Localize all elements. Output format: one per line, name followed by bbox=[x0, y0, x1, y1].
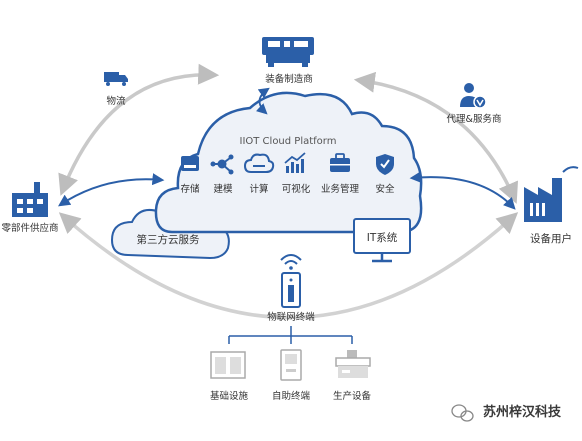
wechat-logo-icon bbox=[451, 404, 474, 422]
watermark-text: 苏州梓汉科技 bbox=[483, 404, 562, 420]
it-system-monitor bbox=[353, 218, 411, 263]
arrow-maker-cloud bbox=[255, 87, 270, 115]
device-label-infrastructure: 基础设施 bbox=[210, 390, 249, 402]
equipment-user-factory-icon bbox=[524, 166, 579, 222]
infrastructure-icon bbox=[210, 351, 246, 379]
agent-service-label: 代理&服务商 bbox=[447, 113, 502, 125]
equipment-maker-label: 装备制造商 bbox=[265, 73, 313, 85]
kiosk-icon bbox=[280, 349, 302, 381]
business-management-icon bbox=[330, 153, 350, 172]
it-system-label: IT系统 bbox=[367, 231, 398, 244]
platform-cloud bbox=[154, 91, 423, 234]
arrow-parts-cloud bbox=[58, 173, 165, 207]
compute-icon bbox=[243, 153, 275, 173]
module-label-compute: 计算 bbox=[249, 183, 268, 195]
wifi-signal-icon bbox=[280, 254, 302, 270]
agent-person-icon bbox=[460, 83, 487, 109]
equipment-maker-icon bbox=[262, 37, 314, 67]
visualization-icon bbox=[284, 152, 306, 173]
arc-parts-to-user bbox=[58, 212, 519, 320]
modeling-icon bbox=[210, 154, 234, 175]
arc-parts-to-maker bbox=[58, 63, 220, 196]
equipment-user-label: 设备用户 bbox=[530, 232, 572, 245]
truck-icon bbox=[104, 72, 128, 86]
module-label-storage: 存储 bbox=[180, 183, 200, 195]
module-label-visualization: 可视化 bbox=[282, 183, 311, 195]
parts-supplier-factory-icon bbox=[12, 182, 48, 217]
module-label-modeling: 建模 bbox=[213, 183, 233, 195]
logistics-label: 物流 bbox=[106, 95, 126, 107]
module-label-business: 业务管理 bbox=[321, 183, 360, 195]
device-label-kiosk: 自助终端 bbox=[272, 390, 311, 402]
third-party-label: 第三方云服务 bbox=[137, 233, 200, 246]
platform-title: IIOT Cloud Platform bbox=[240, 136, 337, 147]
parts-supplier-label: 零部件供应商 bbox=[1, 222, 58, 234]
iot-terminal-device-icon bbox=[281, 272, 301, 308]
arrow-user-cloud bbox=[409, 171, 516, 210]
production-equipment-icon bbox=[335, 350, 371, 378]
module-label-security: 安全 bbox=[375, 183, 395, 195]
device-tree-connector bbox=[228, 326, 353, 344]
security-icon bbox=[376, 154, 394, 175]
storage-icon bbox=[181, 156, 199, 171]
device-label-production: 生产设备 bbox=[333, 390, 372, 402]
iot-terminal-label: 物联网终端 bbox=[267, 311, 315, 323]
